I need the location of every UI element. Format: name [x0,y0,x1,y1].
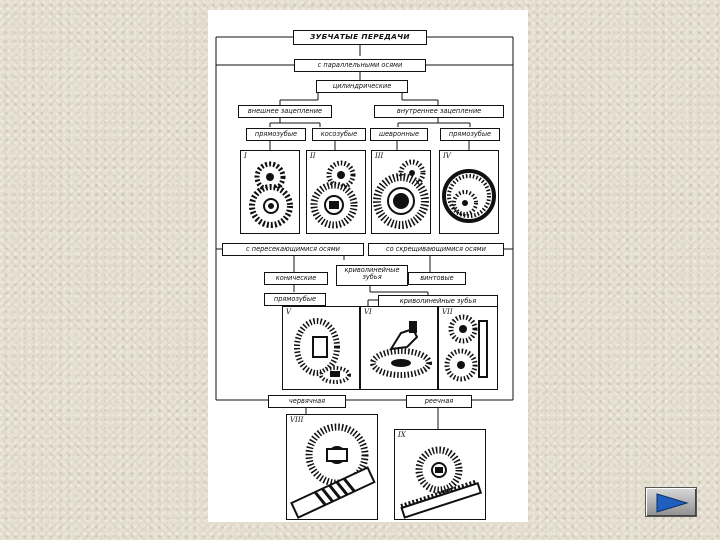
figure-3-herringbone-external: III [371,150,431,234]
internal-mesh-label: внутреннее зацепление [374,105,504,118]
spur-gears-icon [241,151,299,233]
helical-gears-icon [307,151,365,233]
figure-1-spur-external: I [240,150,300,234]
diagram-title: ЗУБЧАТЫЕ ПЕРЕДАЧИ [293,30,427,45]
spur-label-1: прямозубые [246,128,306,141]
figure-4-spur-internal: IV [439,150,499,234]
next-slide-button[interactable] [645,487,697,517]
curved-teeth-label-1: криволинейные зубья [336,265,408,286]
next-arrow-icon [653,492,691,514]
herringbone-gears-icon [372,151,430,233]
internal-gear-icon [440,151,498,233]
rack-label: реечная [406,395,472,408]
cylindrical-label: цилиндрические [316,80,408,93]
spur-label-3: прямозубые [264,293,326,306]
bevel-label: конические [264,272,328,285]
herringbone-label: шевронные [370,128,428,141]
parallel-axes-label: с параллельными осями [294,59,426,72]
rack-pinion-icon [395,430,485,519]
bevel-gears-icon [283,307,359,389]
intersecting-axes-label: с пересекающимися осями [222,243,364,256]
screw-label: винтовые [408,272,466,285]
helical-label: косозубые [312,128,366,141]
figure-5-bevel-spur: V [282,306,360,390]
external-mesh-label: внешнее зацепление [238,105,332,118]
figure-7-screw: VII [438,306,498,390]
spiral-bevel-gears-icon [361,307,437,389]
figure-2-helical-external: II [306,150,366,234]
diagram-sheet: ЗУБЧАТЫЕ ПЕРЕДАЧИ с параллельными осями … [208,10,528,522]
worm-gear-icon [287,415,377,519]
figure-9-rack: IX [394,429,486,520]
spur-label-2: прямозубые [440,128,500,141]
figure-6-bevel-curved: VI [360,306,438,390]
screw-gears-icon [439,307,497,389]
crossing-axes-label: со скрещивающимися осями [368,243,504,256]
figure-8-worm: VIII [286,414,378,520]
worm-label: червячная [268,395,346,408]
